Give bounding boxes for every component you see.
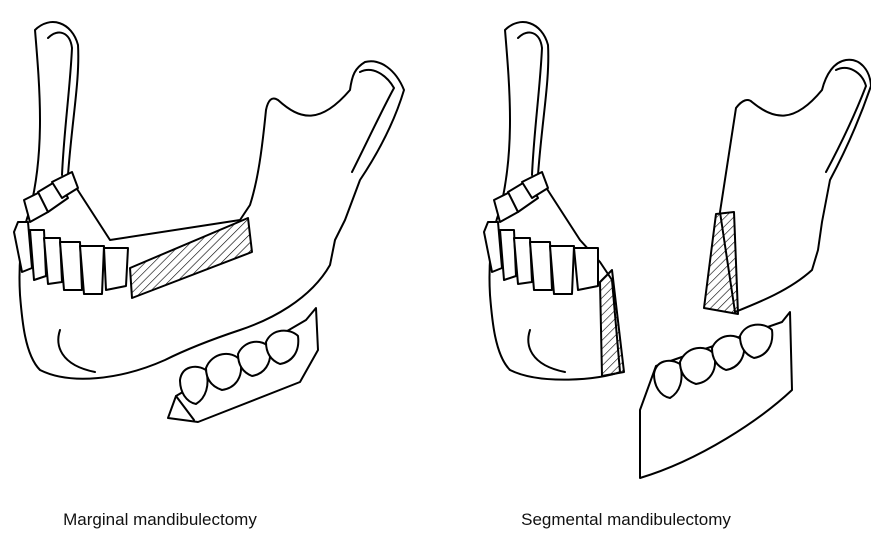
caption-segmental-mandibulectomy: Segmental mandibulectomy (521, 510, 731, 530)
marginal-panel (14, 22, 404, 422)
marginal-mandible-body (19, 22, 404, 379)
segmental-anterior-hatch (600, 270, 624, 376)
segmental-panel (484, 22, 871, 478)
segmental-resected-segment (640, 312, 792, 478)
caption-marginal-mandibulectomy: Marginal mandibulectomy (63, 510, 257, 530)
segmental-posterior-ramus (720, 60, 871, 312)
segmental-posterior-hatch (704, 212, 738, 314)
